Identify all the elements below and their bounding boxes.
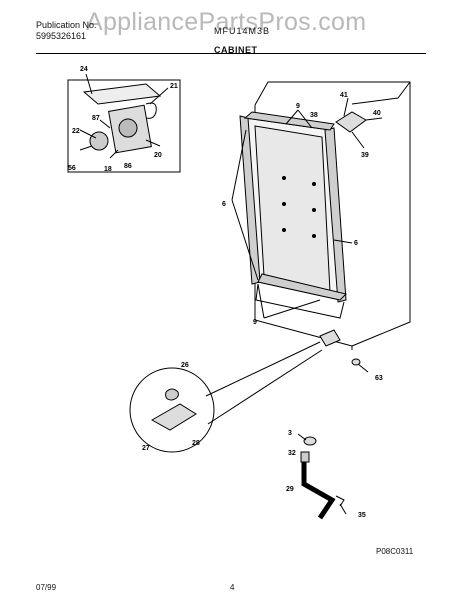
callout-32: 32 — [288, 450, 296, 457]
callout-22: 22 — [72, 128, 80, 135]
callout-20: 20 — [154, 152, 162, 159]
figure-code: P08C0311 — [376, 547, 414, 556]
callout-9-top: 9 — [296, 103, 300, 110]
callout-26: 26 — [181, 362, 189, 369]
callout-86: 86 — [124, 163, 132, 170]
publication-label: Publication No. — [36, 20, 97, 30]
callout-9-bottom: 9 — [253, 319, 257, 326]
leveling-leg — [351, 358, 361, 366]
header-rule — [36, 53, 426, 54]
watermark: AppliancePartsPros.com — [86, 8, 367, 36]
drain-fitting — [300, 451, 310, 463]
callout-35: 35 — [358, 512, 366, 519]
cabinet-body — [239, 81, 411, 350]
callout-21: 21 — [170, 83, 178, 90]
callout-39: 39 — [361, 152, 369, 159]
callout-63: 63 — [375, 375, 383, 382]
callout-18: 18 — [104, 166, 112, 173]
callout-29: 29 — [286, 486, 294, 493]
callout-41: 41 — [340, 92, 348, 99]
callout-87: 87 — [92, 115, 100, 122]
callout-27: 27 — [142, 445, 150, 452]
callout-56: 56 — [68, 165, 76, 172]
drain-clip — [335, 495, 345, 507]
page-number: 4 — [230, 583, 235, 592]
callout-40: 40 — [373, 110, 381, 117]
callout-6-right: 6 — [354, 240, 358, 247]
callout-28: 28 — [192, 440, 200, 447]
callout-6-left: 6 — [222, 201, 226, 208]
callout-24: 24 — [80, 66, 88, 73]
publication-number: 5995326161 — [36, 31, 87, 41]
model-number: MFU14M3B — [214, 26, 271, 36]
callout-3: 3 — [288, 430, 292, 437]
footer-date: 07/99 — [36, 583, 57, 592]
callout-38: 38 — [310, 112, 318, 119]
bottom-hinge — [319, 329, 341, 347]
inset-part-group — [79, 83, 162, 159]
drain-tube — [301, 462, 336, 520]
drain-plug — [303, 436, 317, 446]
section-title: CABINET — [214, 45, 258, 55]
